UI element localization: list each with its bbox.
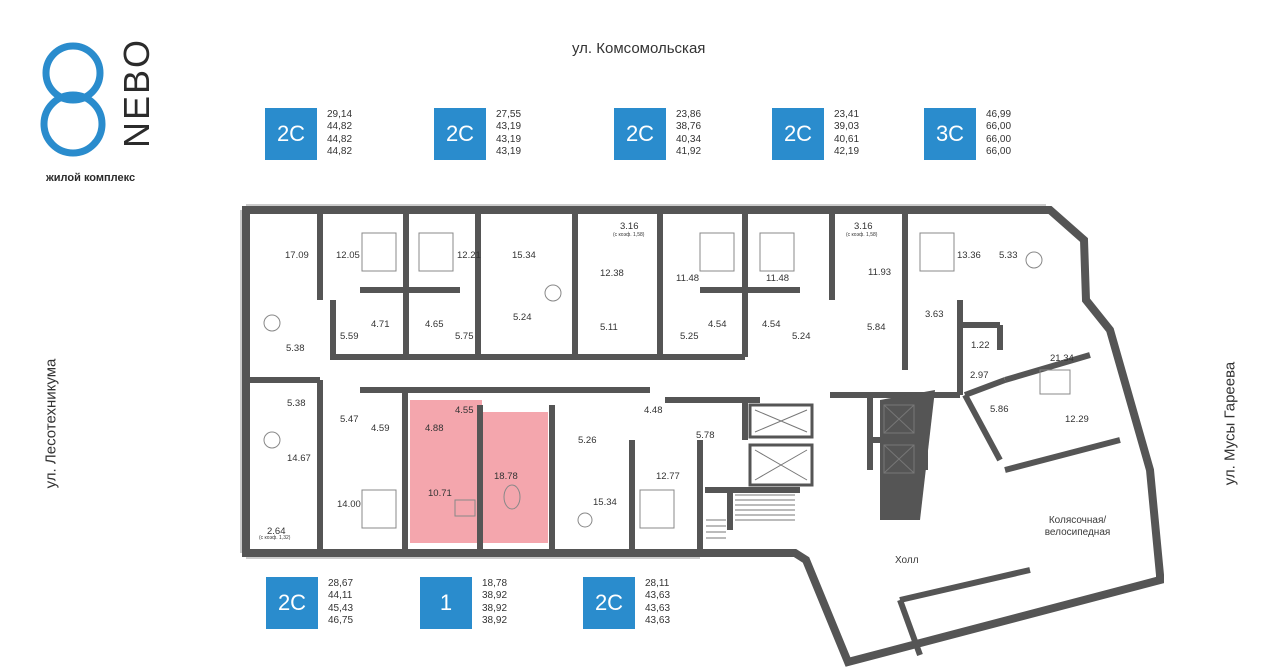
unit-type-badge[interactable]: 2С: [265, 108, 317, 160]
furniture: [263, 232, 1071, 529]
room-label: 11.93: [868, 267, 892, 278]
room-label: 11.48: [676, 273, 700, 284]
room-label: 4.71: [371, 319, 390, 330]
window-lines: [240, 204, 1046, 559]
room-label: 21.34: [1050, 353, 1074, 364]
building-outline: [242, 206, 1164, 667]
room-label: 5.11: [600, 322, 618, 333]
hall-label: Холл: [895, 555, 919, 566]
balcony-note: (с коэф. 1,32): [259, 535, 291, 541]
unit-type-badge[interactable]: 2С: [266, 577, 318, 629]
unit-type-badge[interactable]: 2С: [583, 577, 635, 629]
logo-tagline: жилой комплекс: [46, 172, 136, 184]
room-label: 3.16: [620, 221, 639, 232]
street-left: ул. Лесотехникума: [42, 358, 60, 489]
room-label: 4.88: [425, 423, 444, 434]
unit-type-badge[interactable]: 2С: [614, 108, 666, 160]
room-label: 2.64: [267, 526, 286, 537]
room-label: 5.75: [455, 331, 474, 342]
room-label: 18.78: [494, 471, 518, 482]
street-top: ул. Комсомольская: [572, 40, 706, 57]
elevator-icons: [754, 404, 915, 481]
room-label: 12.29: [1065, 414, 1089, 425]
stroller-room-label: Колясочная/ велосипедная: [1044, 515, 1111, 538]
street-right: ул. Мусы Гареева: [1221, 361, 1239, 486]
room-label: 2.97: [970, 370, 989, 381]
room-label: 5.24: [513, 312, 532, 323]
room-label: 5.38: [286, 343, 305, 354]
room-label: 1.22: [971, 340, 990, 351]
room-label: 5.59: [340, 331, 359, 342]
highlighted-apartment[interactable]: [410, 400, 548, 543]
unit-type-badge[interactable]: 3С: [924, 108, 976, 160]
room-label: 5.33: [999, 250, 1018, 261]
room-label: 5.25: [680, 331, 699, 342]
logo-nebo-text: NEBO: [116, 37, 157, 148]
room-label: 12.05: [336, 250, 360, 261]
room-label: 3.16: [854, 221, 873, 232]
room-label: 14.67: [287, 453, 311, 464]
room-label: 5.47: [340, 414, 359, 425]
room-label: 12.38: [600, 268, 624, 279]
room-label: 5.24: [792, 331, 811, 342]
shaft: [880, 390, 935, 520]
balcony-note: (с коэф. 1,58): [846, 232, 878, 238]
room-label: 17.09: [285, 250, 309, 261]
unit-type-badge[interactable]: 2С: [434, 108, 486, 160]
room-label: 5.84: [867, 322, 886, 333]
unit-type-badge[interactable]: 2С: [772, 108, 824, 160]
room-label: 4.54: [762, 319, 781, 330]
room-label: 14.00: [337, 499, 361, 510]
room-label: 4.65: [425, 319, 444, 330]
room-label: 15.34: [512, 250, 536, 261]
room-label: 4.54: [708, 319, 727, 330]
balcony-note: (с коэф. 1,58): [613, 232, 645, 238]
room-label: 10.71: [428, 488, 452, 499]
interior-walls: [250, 210, 1121, 657]
room-label: 15.34: [593, 497, 617, 508]
stairs: [706, 494, 795, 539]
room-label: 12.21: [457, 250, 481, 261]
room-label: 5.86: [990, 404, 1009, 415]
room-label: 11.48: [766, 273, 790, 284]
unit-type-badge[interactable]: 1: [420, 577, 472, 629]
room-label: 12.77: [656, 471, 680, 482]
room-label: 4.48: [644, 405, 663, 416]
room-label: 3.63: [925, 309, 944, 320]
room-label: 5.78: [696, 430, 715, 441]
room-label: 5.26: [578, 435, 597, 446]
logo-8-mark: [40, 42, 106, 157]
room-label: 4.59: [371, 423, 390, 434]
room-label: 5.38: [287, 398, 306, 409]
room-label: 4.55: [455, 405, 474, 416]
room-label: 13.36: [957, 250, 981, 261]
